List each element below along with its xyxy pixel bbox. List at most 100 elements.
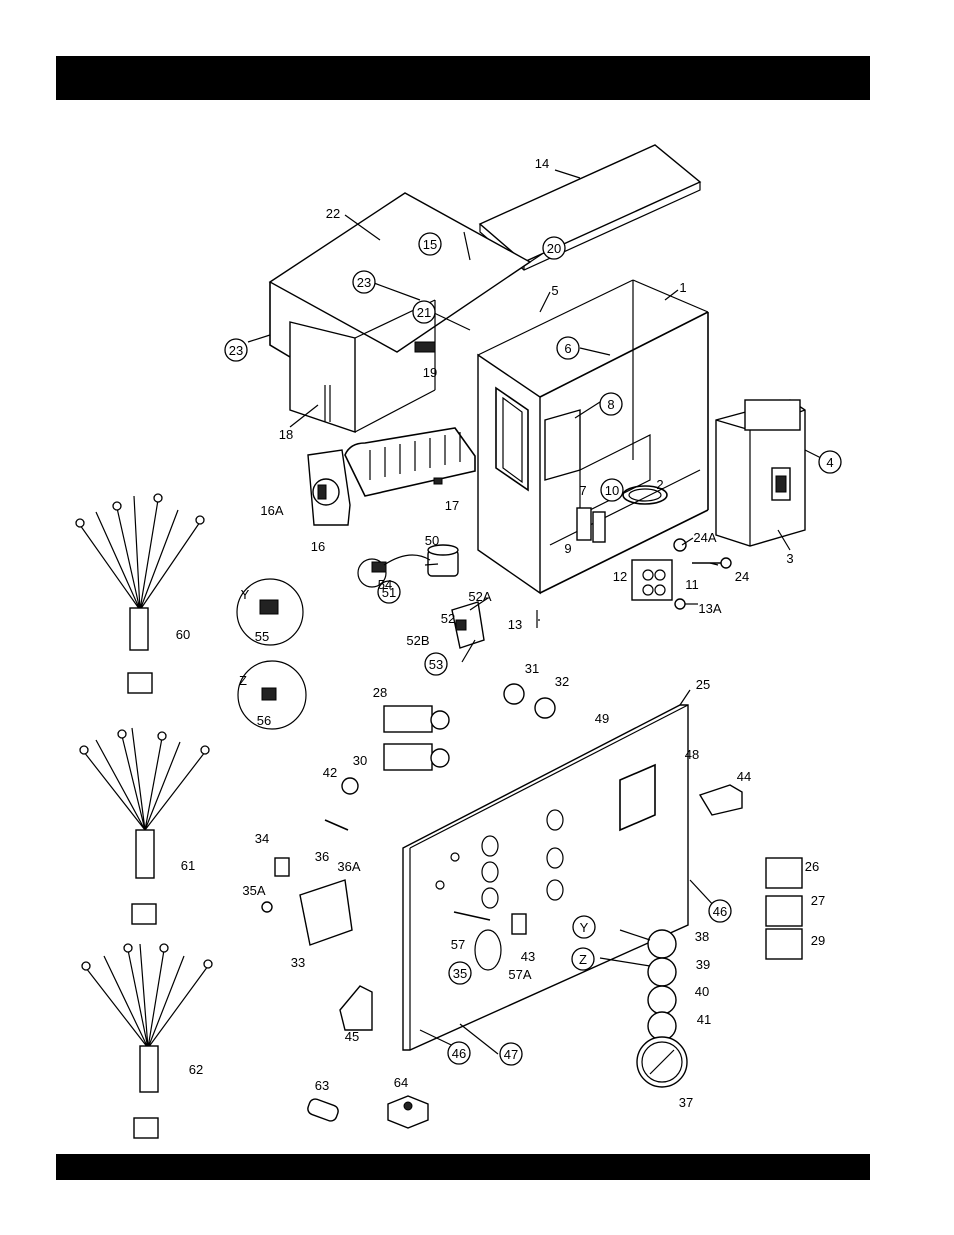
callout-label: 35A [242, 883, 265, 898]
callout-label: 48 [685, 747, 699, 762]
circuit-breaker-part [716, 400, 805, 546]
callout-c11: 11 [685, 577, 699, 592]
callout-c64: 64 [394, 1075, 408, 1090]
callout-c63: 63 [315, 1078, 329, 1093]
callout-label: 7 [579, 483, 586, 498]
contactor-part [632, 560, 672, 600]
callout-label: 15 [423, 237, 437, 252]
callout-label: 13A [698, 601, 721, 616]
callout-label: 26 [805, 859, 819, 874]
callout-label: 23 [357, 275, 371, 290]
callout-c57a: 57A [508, 967, 531, 982]
callout-cy1: Y [241, 587, 250, 602]
callout-label: 12 [613, 569, 627, 584]
callout-label: 42 [323, 765, 337, 780]
callout-c23b: 23 [225, 339, 247, 361]
callout-c44: 44 [737, 769, 751, 784]
callout-label: 23 [229, 343, 243, 358]
fuse-part [306, 1097, 340, 1122]
callout-c52b: 52B [406, 633, 429, 648]
callout-label: 29 [811, 933, 825, 948]
callout-c36: 36 [315, 849, 329, 864]
callout-c46b: 46 [448, 1042, 470, 1064]
callout-c2: 2 [656, 477, 663, 492]
callout-label: 36A [337, 859, 360, 874]
callout-c8: 8 [600, 393, 622, 415]
indicator-lamps [766, 858, 802, 959]
callout-c15: 15 [419, 233, 441, 255]
callout-c50: 50 [425, 533, 439, 548]
callout-c42: 42 [323, 765, 337, 780]
callout-c20: 20 [543, 237, 565, 259]
callout-label: 46 [713, 904, 727, 919]
callout-c29: 29 [811, 933, 825, 948]
callout-label: 21 [417, 305, 431, 320]
callout-label: 57 [451, 937, 465, 952]
callout-label: 64 [394, 1075, 408, 1090]
callout-c49: 49 [595, 711, 609, 726]
callout-label: 30 [353, 753, 367, 768]
callout-c52a: 52A [468, 589, 491, 604]
callout-label: 33 [291, 955, 305, 970]
callout-c47: 47 [500, 1043, 522, 1065]
callout-c26: 26 [805, 859, 819, 874]
callout-c53: 53 [425, 653, 447, 675]
callout-c62: 62 [189, 1062, 203, 1077]
callout-label: 24 [735, 569, 749, 584]
callout-c60: 60 [176, 627, 190, 642]
callout-label: 37 [679, 1095, 693, 1110]
callout-c46a: 46 [709, 900, 731, 922]
callout-label: 55 [255, 629, 269, 644]
callout-c39: 39 [696, 957, 710, 972]
callout-c16a: 16A [260, 503, 283, 518]
callout-label: 16A [260, 503, 283, 518]
callout-label: 10 [605, 483, 619, 498]
callout-label: 50 [425, 533, 439, 548]
callout-label: 35 [453, 966, 467, 981]
callout-c23a: 23 [353, 271, 375, 293]
callout-c61: 61 [181, 858, 195, 873]
callout-label: 31 [525, 661, 539, 676]
callout-c35a: 35A [242, 883, 265, 898]
callout-c19: 19 [423, 365, 437, 380]
callout-label: 44 [737, 769, 751, 784]
callout-label: 63 [315, 1078, 329, 1093]
circuit-breaker-small-part [388, 1096, 428, 1128]
callout-c22: 22 [326, 206, 340, 221]
callout-label: 25 [696, 677, 710, 692]
top-cover-part [480, 145, 700, 270]
callout-label: 57A [508, 967, 531, 982]
panel-gauges [637, 930, 687, 1087]
callout-c54: 54 [378, 577, 392, 592]
callout-c56: 56 [257, 713, 271, 728]
callout-label: 38 [695, 929, 709, 944]
callout-c9: 9 [564, 541, 571, 556]
callout-c32: 32 [555, 674, 569, 689]
callout-label: 4 [826, 455, 833, 470]
callout-label: Z [579, 952, 587, 967]
callout-c41: 41 [697, 1012, 711, 1027]
callout-label: 40 [695, 984, 709, 999]
sensor-z-detail [238, 661, 306, 729]
callout-c1: 1 [679, 280, 686, 295]
callout-c37: 37 [679, 1095, 693, 1110]
callout-label: 43 [521, 949, 535, 964]
fuse-holder-part [577, 508, 605, 542]
callout-c6: 6 [557, 337, 579, 359]
callout-c28: 28 [373, 685, 387, 700]
callout-label: 39 [696, 957, 710, 972]
callout-label: 28 [373, 685, 387, 700]
callout-c18: 18 [279, 427, 293, 442]
callout-label: 62 [189, 1062, 203, 1077]
callout-c16: 16 [311, 539, 325, 554]
wire-harness-61 [80, 728, 209, 924]
callout-c40: 40 [695, 984, 709, 999]
callout-c27: 27 [811, 893, 825, 908]
callout-c3: 3 [786, 551, 793, 566]
callout-label: 52A [468, 589, 491, 604]
callout-label: 60 [176, 627, 190, 642]
footer-bar [56, 1154, 870, 1180]
callout-label: 2 [656, 477, 663, 492]
callout-c31: 31 [525, 661, 539, 676]
